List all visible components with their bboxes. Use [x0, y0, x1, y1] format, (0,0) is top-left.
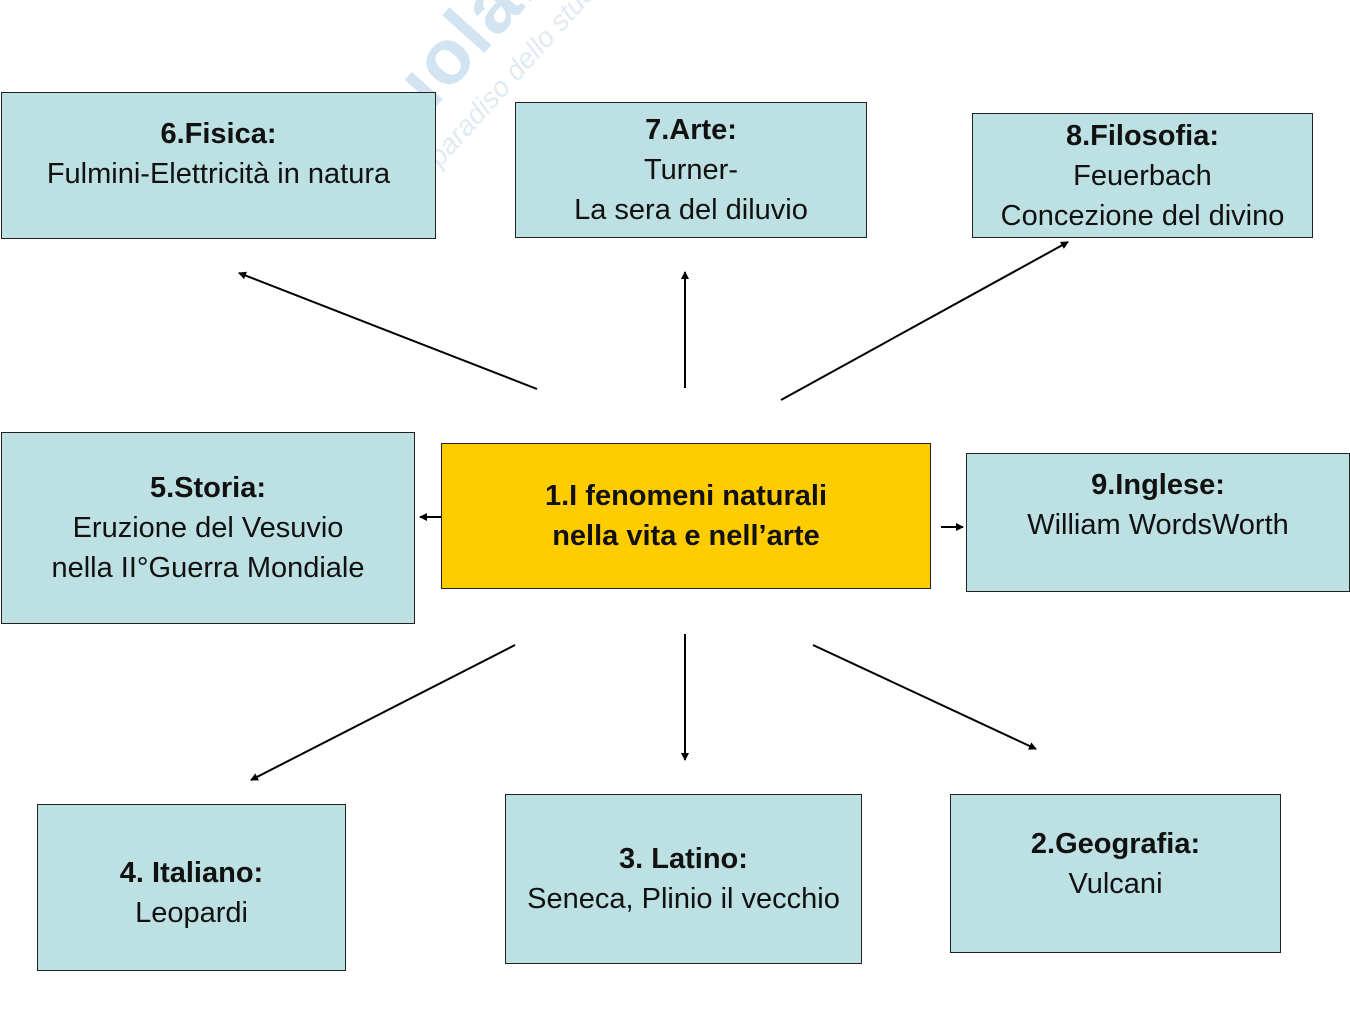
arrow-to-fisica [238, 271, 538, 390]
node-title: 5.Storia: [149, 472, 267, 504]
node-title: 2.Geografia: [1030, 827, 1201, 860]
node-title: 9.Inglese: [1091, 468, 1225, 501]
node-text: Feuerbach [1073, 159, 1212, 192]
arrow-to-italiano [250, 644, 516, 781]
node-fisica: 6.Fisica: Fulmini-Elettricità in natura [1, 92, 436, 239]
node-text: Eruzione del Vesuvio [72, 512, 344, 544]
node-text: William WordsWorth [1027, 508, 1289, 541]
node-text: Seneca, Plinio il vecchio [527, 883, 840, 915]
node-text: Fulmini-Elettricità in natura [46, 157, 391, 190]
node-text: La sera del diluvio [574, 194, 808, 226]
node-center-topic: 1.I fenomeni naturali nella vita e nell’… [441, 443, 931, 589]
node-storia: 5.Storia: Eruzione del Vesuvio nella II°… [1, 432, 415, 624]
node-inglese: 9.Inglese: William WordsWorth [966, 453, 1350, 592]
node-text: nella II°Guerra Mondiale [51, 552, 365, 584]
node-text: Concezione del divino [1000, 199, 1285, 232]
node-latino: 3. Latino: Seneca, Plinio il vecchio [505, 794, 862, 964]
node-title: 6.Fisica: [160, 117, 277, 150]
node-title: 4. Italiano: [119, 856, 264, 889]
node-text: Vulcani [1068, 867, 1163, 900]
node-italiano: 4. Italiano: Leopardi [37, 804, 346, 971]
center-title-line: nella vita e nell’arte [552, 520, 820, 552]
node-title: 7.Arte: [645, 114, 737, 146]
node-filosofia: 8.Filosofia: Feuerbach Concezione del di… [972, 113, 1313, 238]
node-arte: 7.Arte: Turner- La sera del diluvio [515, 102, 867, 238]
node-geografia: 2.Geografia: Vulcani [950, 794, 1281, 953]
center-title-line: 1.I fenomeni naturali [545, 480, 827, 512]
node-title: 3. Latino: [619, 843, 748, 875]
node-text: Turner- [644, 154, 738, 186]
node-title: 8.Filosofia: [1065, 119, 1220, 152]
arrow-to-filosofia [780, 241, 1069, 401]
arrow-to-geografia [812, 644, 1037, 750]
node-text: Leopardi [135, 896, 248, 929]
